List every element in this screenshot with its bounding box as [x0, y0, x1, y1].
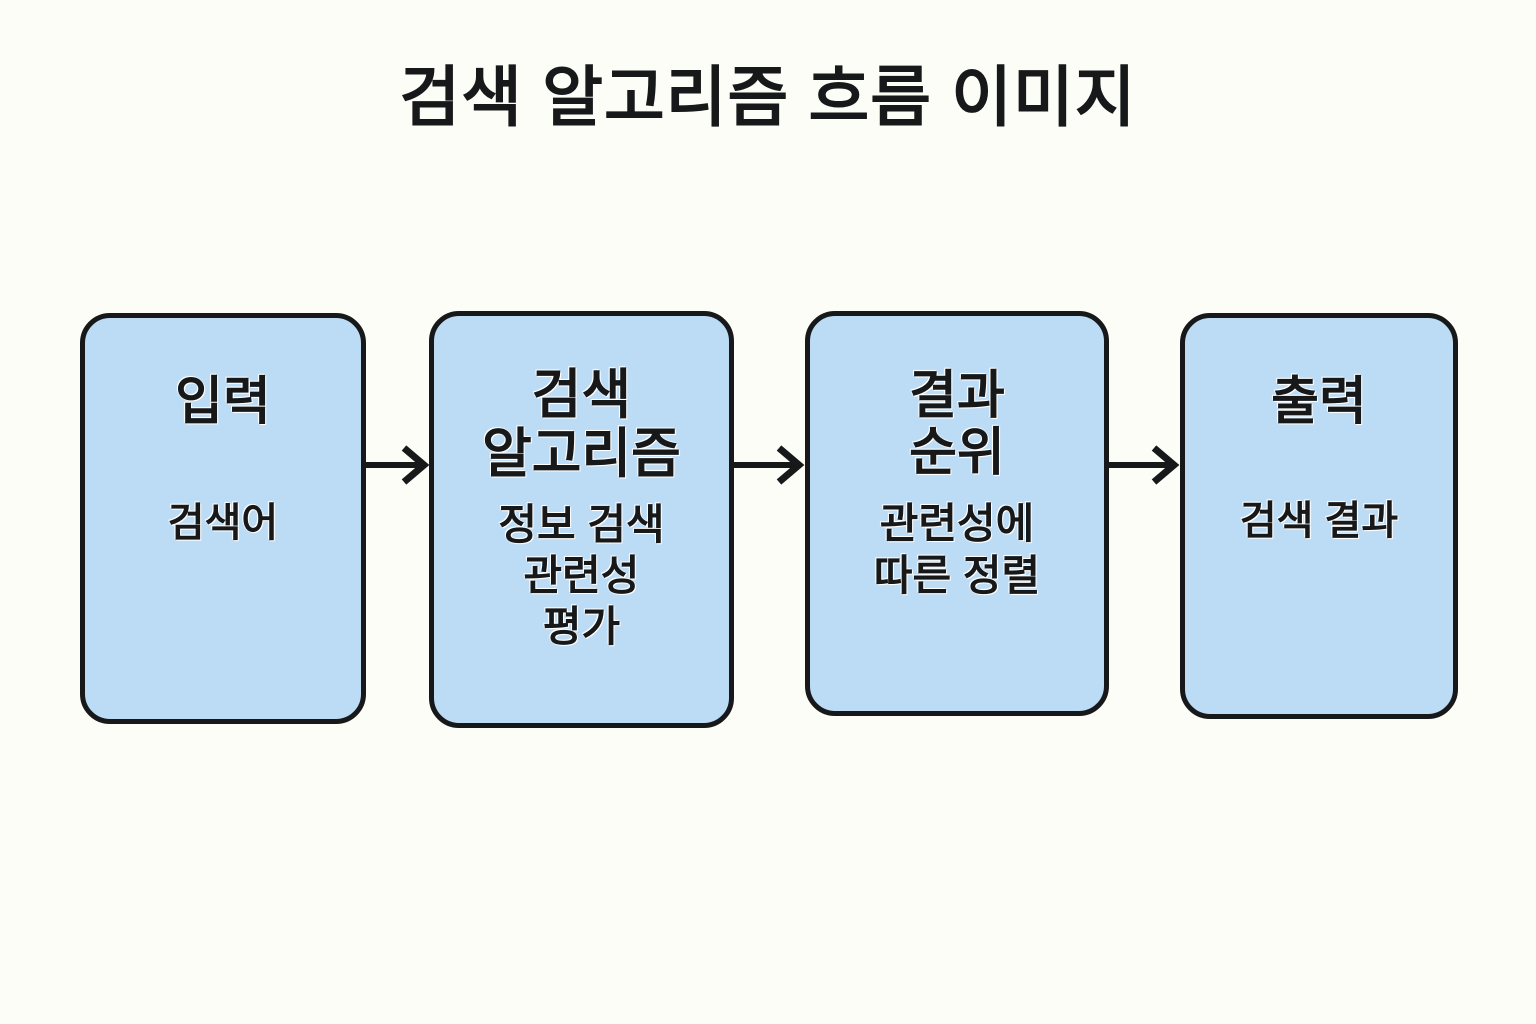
flow-node-output[interactable]: 출력 검색 결과	[1180, 313, 1458, 719]
flow-node-search-algorithm[interactable]: 검색 알고리즘 정보 검색 관련성 평가	[429, 311, 734, 728]
page-title: 검색 알고리즘 흐름 이미지	[399, 60, 1137, 134]
flow-node-result-ranking-title: 결과 순위	[909, 367, 1005, 483]
flow-node-input[interactable]: 입력 검색어	[80, 313, 366, 724]
flow-node-input-subtitle: 검색어	[167, 501, 279, 546]
arrow-right-icon	[732, 437, 808, 493]
flow-node-output-title: 출력	[1271, 373, 1367, 431]
flow-node-search-algorithm-subtitle: 정보 검색 관련성 평가	[498, 500, 665, 651]
flow-node-search-algorithm-title: 검색 알고리즘	[482, 365, 681, 485]
flow-node-output-subtitle: 검색 결과	[1239, 499, 1399, 544]
flow-node-input-title: 입력	[175, 373, 271, 431]
arrow-right-icon	[364, 437, 432, 493]
flow-node-result-ranking-subtitle: 관련성에 따른 정렬	[873, 500, 1041, 599]
arrow-right-icon	[1107, 437, 1183, 493]
flow-node-result-ranking[interactable]: 결과 순위 관련성에 따른 정렬	[805, 311, 1109, 716]
